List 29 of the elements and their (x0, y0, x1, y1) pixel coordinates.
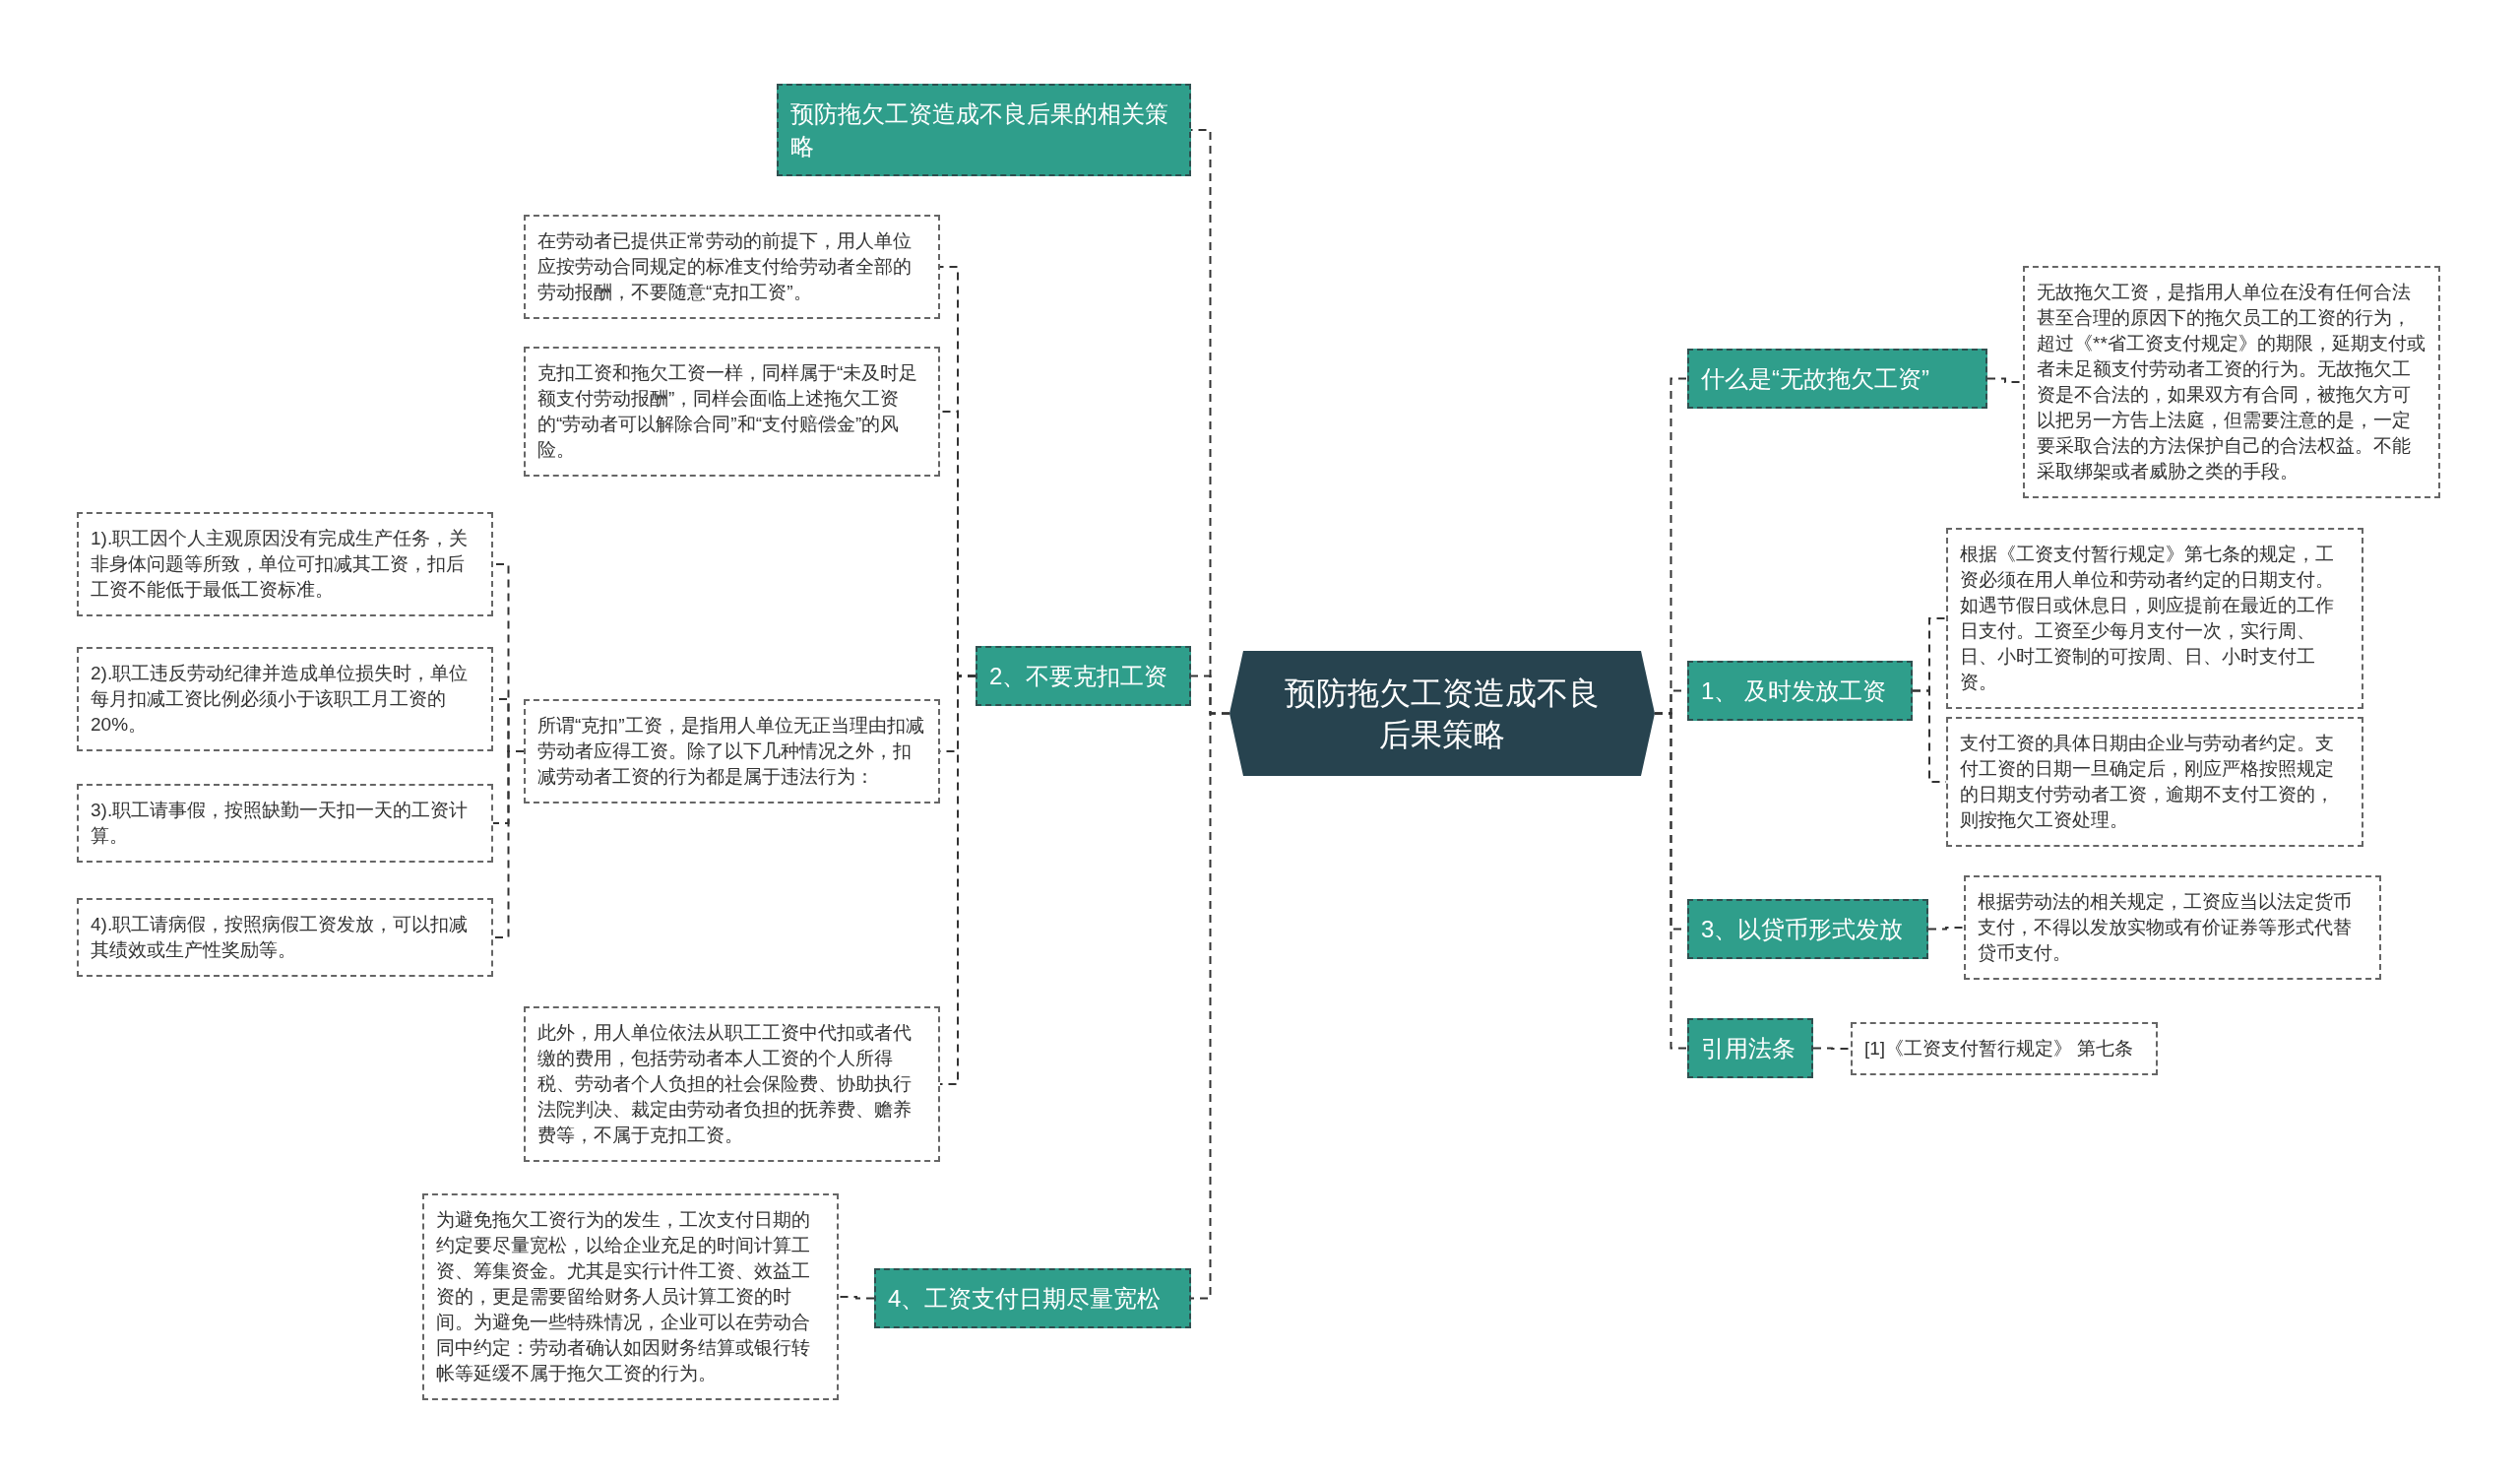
topic-hexagon: 预防拖欠工资造成不良后果策略 (1229, 651, 1655, 776)
note-box: 所谓“克扣”工资，是指用人单位无正当理由扣减劳动者应得工资。除了以下几种情况之外，扣减劳动者工资的行为都是属于违法行为： (524, 699, 940, 804)
note-box: 1).职工因个人主观原因没有完成生产任务，关非身体问题等所致，单位可扣减其工资，扣后工资不能低于最低工资标准。 (77, 512, 493, 616)
branch-box: 1、 及时发放工资 (1687, 661, 1913, 721)
note-box: 无故拖欠工资，是指用人单位在没有任何合法甚至合理的原因下的拖欠员工的工资的行为，超过《**省工资支付规定》的期限，延期支付或者未足额支付劳动者工资的行为。无故拖欠工资是不合法的，如果双方有合同，被拖欠方可以把另一方告上法庭，但需要注意的是，一定要采取合法的方法保护自己的合法权益。不能采取绑架或者威胁之类的手段。 (2023, 266, 2440, 498)
note-box: 3).职工请事假，按照缺勤一天扣一天的工资计算。 (77, 784, 493, 863)
connector-line (1812, 1047, 1852, 1050)
note-box: 根据劳动法的相关规定，工资应当以法定货币支付，不得以发放实物或有价证券等形式代替贷币支付。 (1964, 875, 2381, 980)
branch-box: 预防拖欠工资造成不良后果的相关策略 (777, 84, 1191, 176)
connector-line (838, 1296, 875, 1300)
branch-box: 4、工资支付日期尽量宽松 (874, 1268, 1191, 1328)
note-box: 4).职工请病假，按照病假工资发放，可以扣减其绩效或生产性奖励等。 (77, 898, 493, 977)
note-box: 克扣工资和拖欠工资一样，同样属于“未及时足额支付劳动报酬”，同样会面临上述拖欠工资的“劳动者可以解除合同”和“支付赔偿金”的风险。 (524, 347, 940, 477)
connector-line (1190, 712, 1230, 1300)
connector-line (492, 750, 525, 938)
connector-line (939, 675, 976, 1085)
branch-box: 什么是“无故拖欠工资” (1687, 349, 1987, 409)
note-box: 在劳动者已提供正常劳动的前提下，用人单位应按劳动合同规定的标准支付给劳动者全部的劳动报酬，不要随意“克扣工资”。 (524, 215, 940, 319)
note-box: 2).职工违反劳动纪律并造成单位损失时，单位每月扣减工资比例必须小于该职工月工资的20%。 (77, 647, 493, 751)
note-box: 为避免拖欠工资行为的发生，工次支付日期的约定要尽量宽松，以给企业充足的时间计算工资、筹集资金。尤其是实行计件工资、效益工资的，更是需要留给财务人员计算工资的时间。为避免一些特殊情况，企业可以在劳动合同中约定：劳动者确认如因财务结算或银行转帐等延缓不属于拖欠工资的行为。 (422, 1193, 839, 1400)
note-box: 支付工资的具体日期由企业与劳动者约定。支付工资的日期一旦确定后，刚应严格按照规定的日期支付劳动者工资，逾期不支付工资的，则按拖欠工资处理。 (1946, 717, 2363, 847)
branch-box: 引用法条 (1687, 1018, 1813, 1078)
note-box: 此外，用人单位依法从职工工资中代扣或者代缴的费用，包括劳动者本人工资的个人所得税、劳动者个人负担的社会保险费、协助执行法院判决、裁定由劳动者负担的抚养费、赡养费等，不属于克扣工资。 (524, 1006, 940, 1162)
connector-line (1927, 927, 1965, 931)
connector-line (1654, 712, 1688, 1050)
note-box: 根据《工资支付暂行规定》第七条的规定，工资必须在用人单位和劳动者约定的日期支付。如遇节假日或休息日，则应提前在最近的工作日支付。工资至少每月支付一次，实行周、日、小时工资制的可按周、日、小时支付工资。 (1946, 528, 2363, 709)
branch-box: 2、不要克扣工资 (976, 646, 1191, 706)
note-box: [1]《工资支付暂行规定》 第七条 (1851, 1022, 2158, 1075)
branch-box: 3、以贷币形式发放 (1687, 899, 1928, 959)
